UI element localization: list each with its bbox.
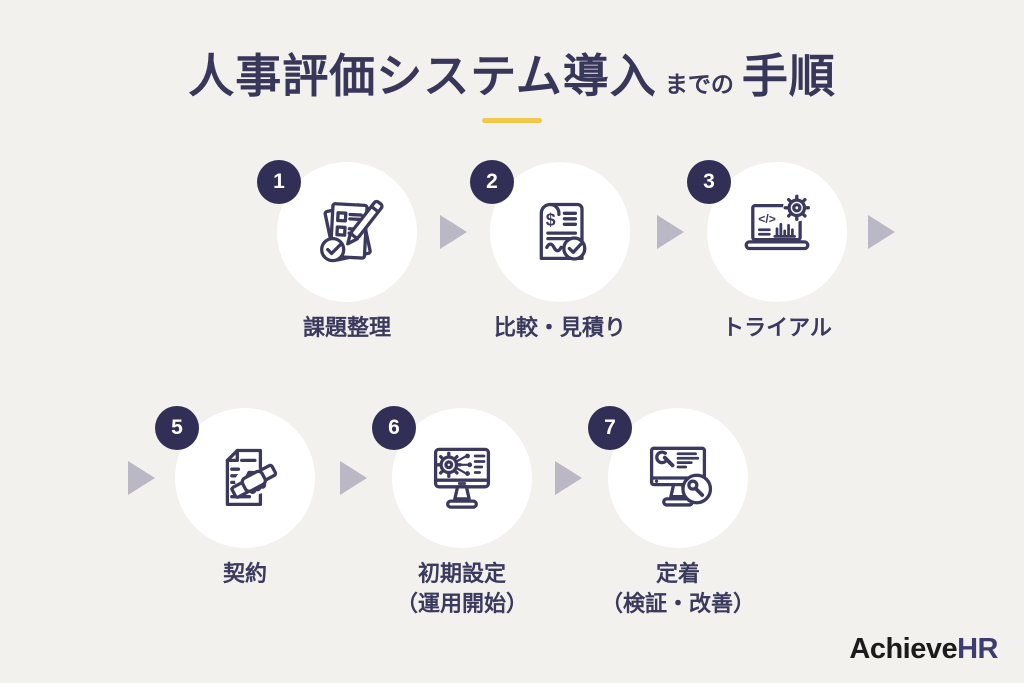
step-number-badge: 6 [372,406,416,450]
title-main: 人事評価システム導入 [188,50,657,102]
title-underline-accent [482,118,542,123]
step-label-line1: 初期設定 [417,561,506,586]
step-label: 初期設定 （運用開始） [332,559,592,619]
step-label-line1: トライアル [722,315,832,340]
laptop-analytics-gear-icon: </> [744,194,811,251]
brand-logo: AchieveHR [849,633,998,666]
step-2: $ 比較・見積り 2 [470,160,630,340]
step-number-badge: 1 [257,160,301,204]
brand-logo-hr: HR [957,633,998,665]
title-last: 手順 [741,50,836,102]
step-5: 契約 5 [155,406,315,586]
checklist-pencil-icon [320,199,384,263]
step-label-line1: 契約 [222,561,267,586]
step-number-badge: 2 [470,160,514,204]
step-3: </> トライアル 3 [687,160,847,340]
monitor-wrench-check-icon [649,446,713,507]
step-label-line2: （運用開始） [395,591,528,616]
step-number-badge: 7 [588,406,632,450]
monitor-gear-network-icon [433,447,491,509]
step-label-line1: 定着 [655,561,700,586]
step-label-line1: 課題整理 [302,315,391,340]
step-1: 課題整理 1 [257,160,417,340]
step-label: 定着 （検証・改善） [548,559,808,619]
flow-arrow-icon [340,461,367,495]
step-number-badge: 3 [687,160,731,204]
page-title: 人事評価システム導入までの手順 [0,40,1024,106]
step-7: 定着 （検証・改善） 7 [588,406,755,616]
title-connector: までの [664,71,734,97]
flow-arrow-icon [440,215,467,249]
flow-arrow-icon [555,461,582,495]
step-label: 比較・見積り [430,313,690,343]
flow-arrow-icon [868,215,895,249]
step-label-line1: 比較・見積り [493,315,626,340]
flow-arrow-icon [657,215,684,249]
step-label: 課題整理 [217,313,477,343]
step-6: 初期設定 （運用開始） 6 [372,406,532,616]
invoice-check-icon: $ [539,202,587,261]
dollar-glyph: $ [546,209,556,229]
step-label: トライアル [647,313,907,343]
step-number-badge: 5 [155,406,199,450]
flow-arrow-icon [128,461,155,495]
step-label: 契約 [115,559,375,589]
contract-handshake-icon [225,448,278,507]
step-label-line2: （検証・改善） [600,591,755,616]
brand-logo-achieve: Achieve [849,633,958,665]
code-glyph: </> [758,212,776,226]
